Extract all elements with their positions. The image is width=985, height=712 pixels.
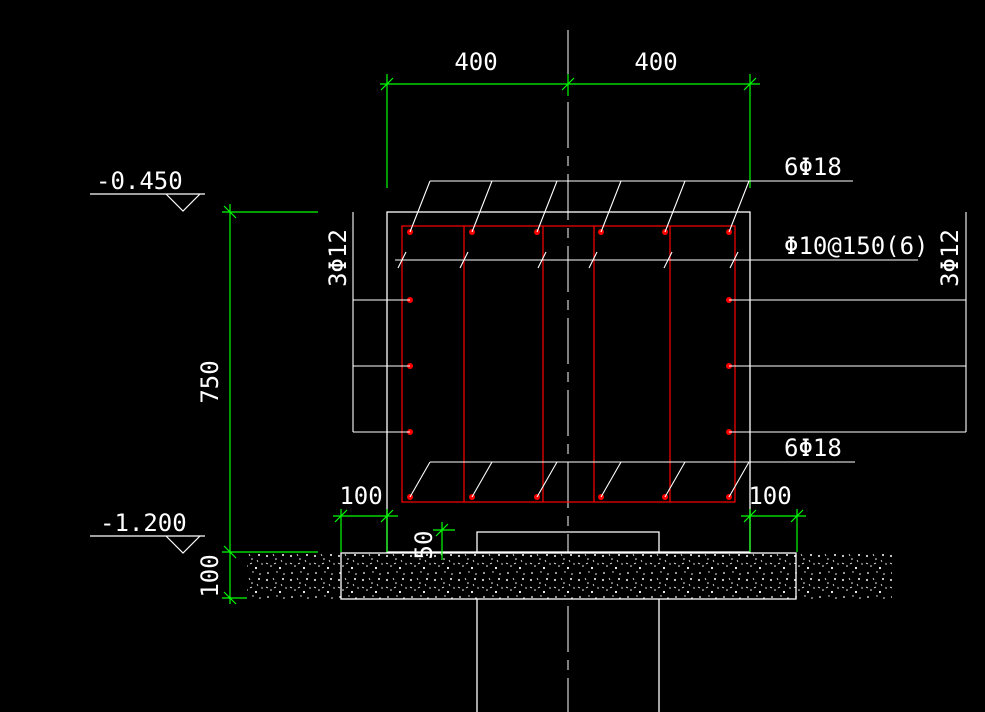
offset-right-label: 100 xyxy=(748,482,791,510)
stirrups xyxy=(401,225,736,503)
elevation-top: -0.450 xyxy=(96,167,183,195)
right-side-bars-label: 3Φ12 xyxy=(936,229,964,287)
offset-left-label: 100 xyxy=(339,482,382,510)
top-bars-label: 6Φ18 xyxy=(784,153,842,181)
bedding-height-label: 100 xyxy=(196,554,224,597)
top-dim-left: 400 xyxy=(454,48,497,76)
elevation-bottom: -1.200 xyxy=(100,509,187,537)
stirrup-label: Φ10@150(6) xyxy=(784,232,929,260)
left-dimensions xyxy=(222,204,318,605)
beam-outline xyxy=(386,211,751,712)
top-dim-right: 400 xyxy=(634,48,677,76)
bottom-bars-label: 6Φ18 xyxy=(784,434,842,462)
bedding-layer xyxy=(247,553,892,599)
step-height-label: 50 xyxy=(410,531,438,560)
offset-dimensions xyxy=(333,509,806,560)
leader-lines xyxy=(352,180,967,498)
top-dimension xyxy=(380,74,760,188)
beam-height-label: 750 xyxy=(196,360,224,403)
elevation-markers xyxy=(90,193,205,554)
left-side-bars-label: 3Φ12 xyxy=(324,229,352,287)
bedding-outline xyxy=(340,552,797,600)
rebar-points xyxy=(407,229,732,500)
